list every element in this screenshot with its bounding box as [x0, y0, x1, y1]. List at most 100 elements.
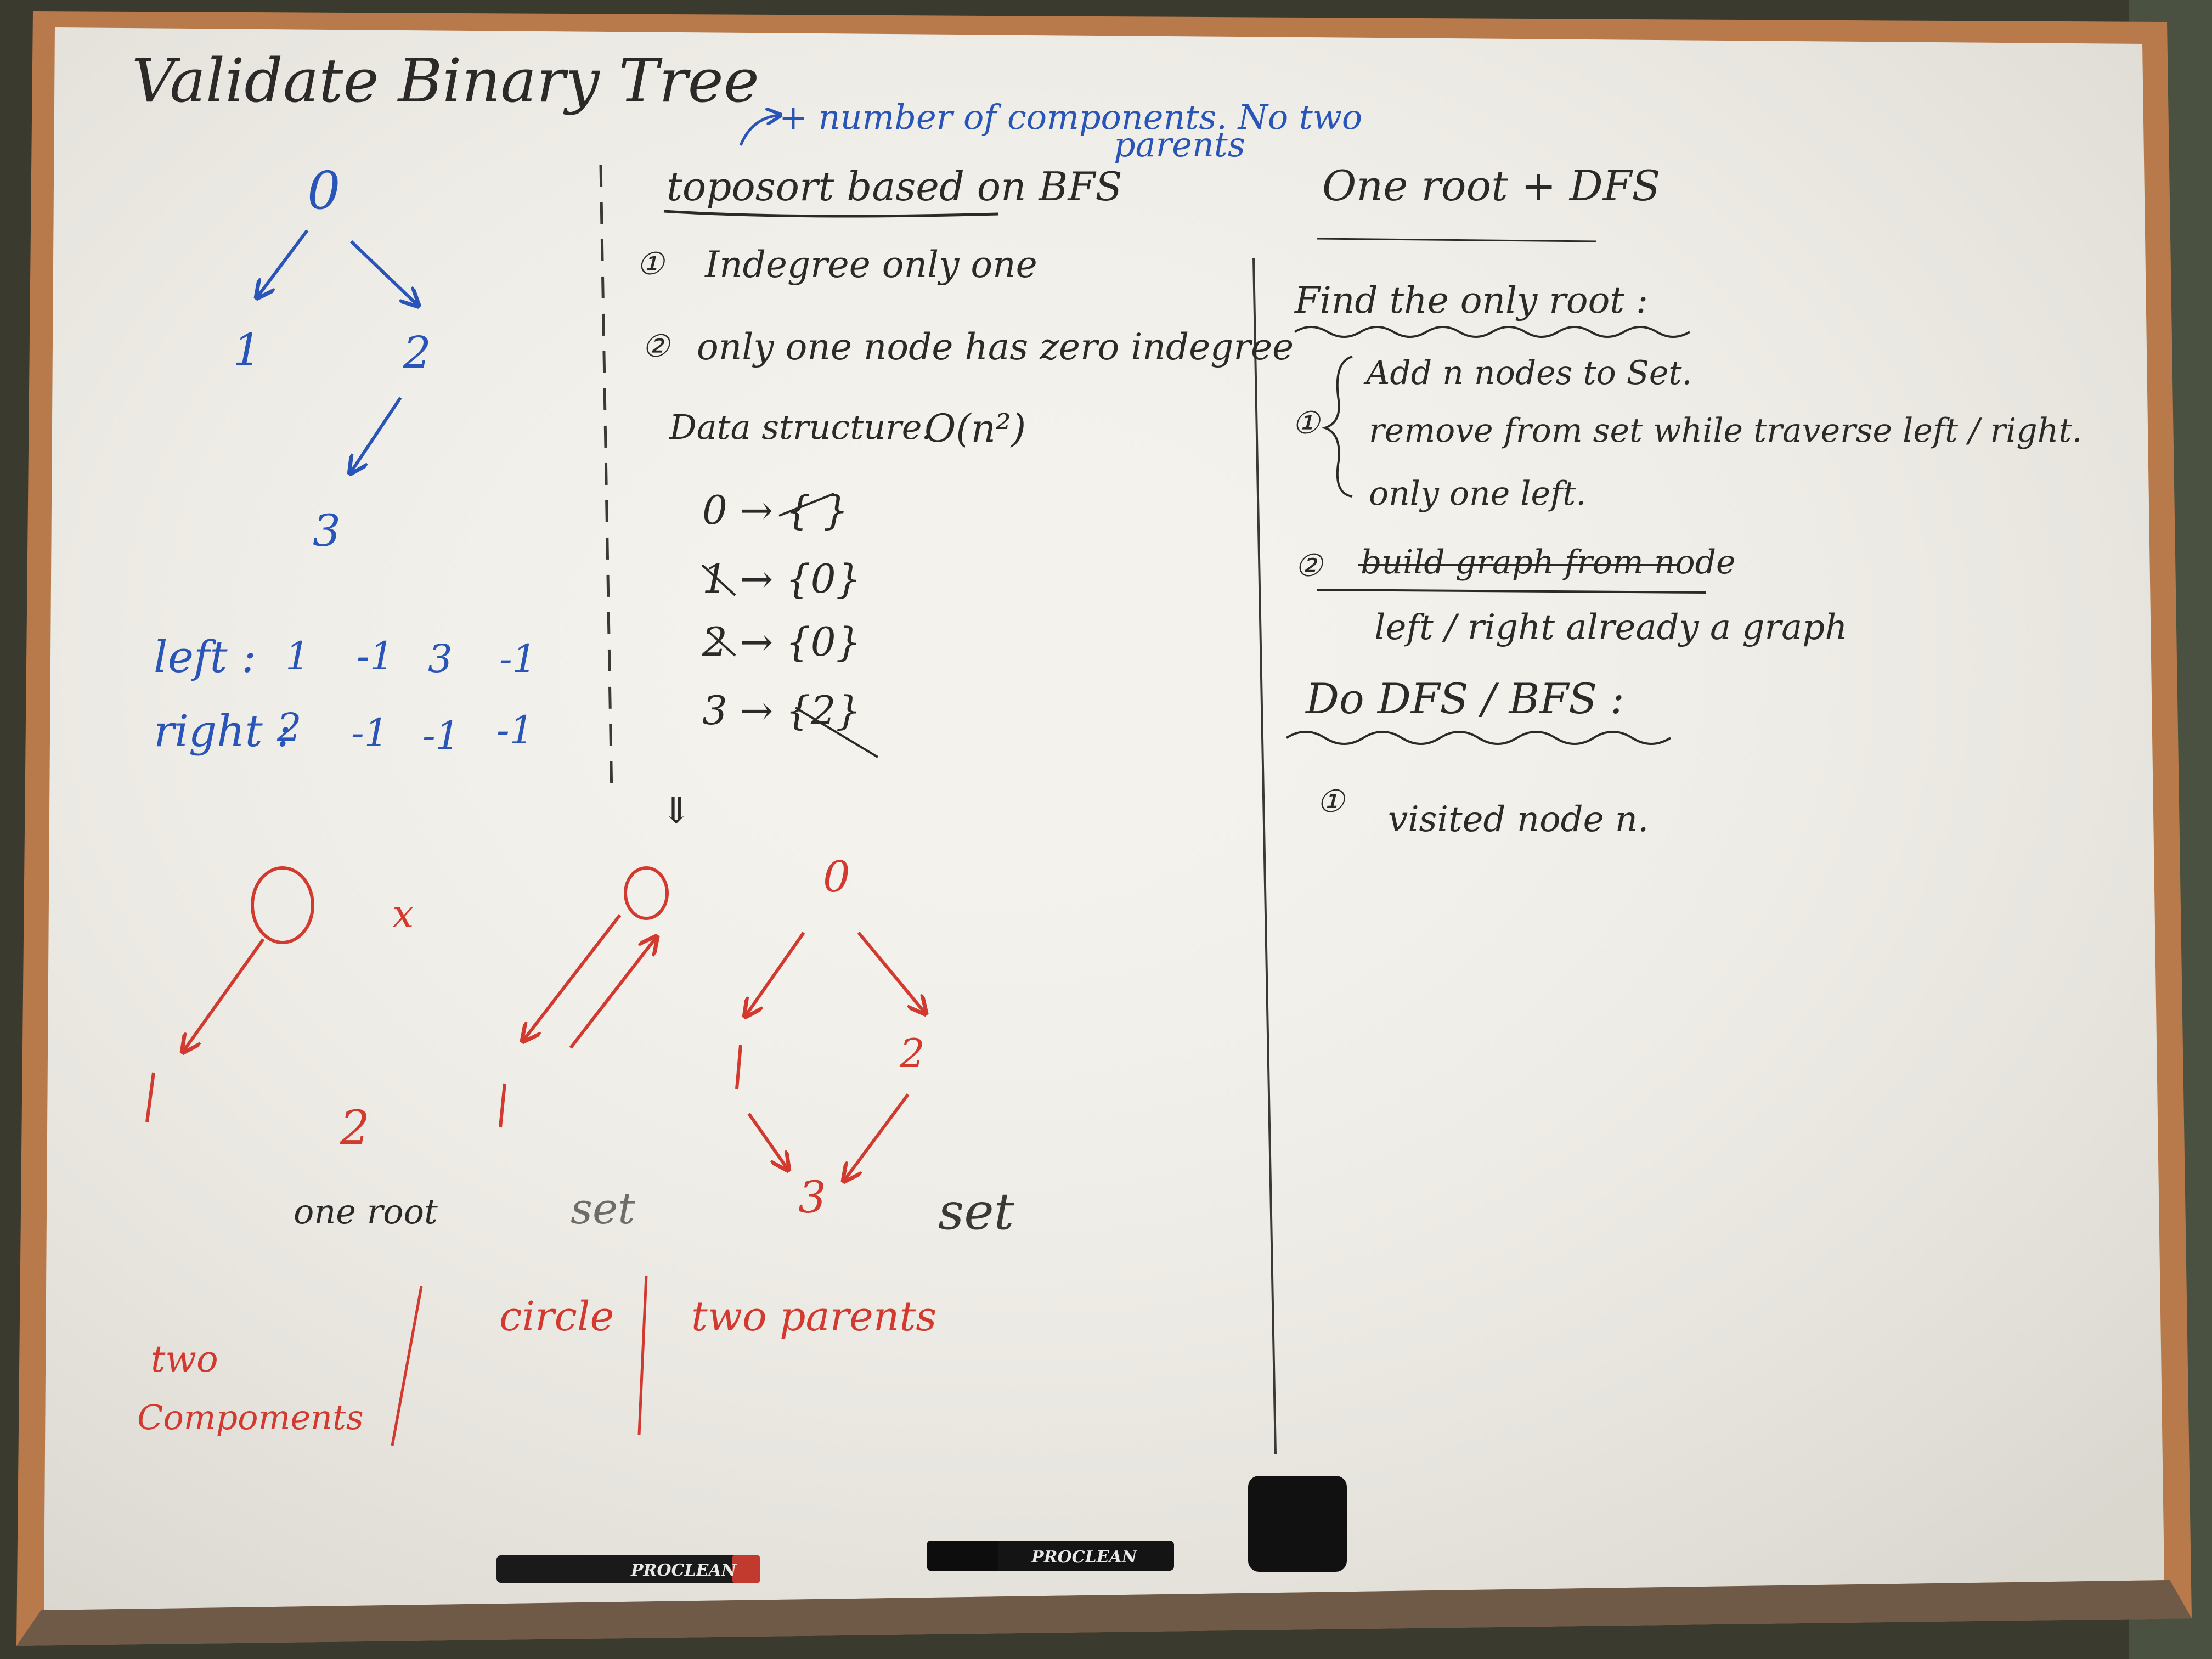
step2-marker: ②	[1295, 548, 1324, 584]
label-circle: circle	[499, 1293, 614, 1340]
marker-1-brand: PROCLEAN	[630, 1561, 737, 1580]
dfs-section: One root + DFS Find the only root : ① Ad…	[1285, 161, 2083, 840]
tree-node-0: 0	[307, 161, 340, 221]
page-title: Validate Binary Tree	[132, 46, 759, 116]
ex3-caption: set	[938, 1182, 1015, 1241]
separator-red-2	[637, 1275, 648, 1435]
strike	[778, 493, 834, 517]
tree-node-1: 1	[233, 324, 261, 375]
separator-red-1	[391, 1286, 423, 1446]
marker-1: PROCLEAN	[496, 1555, 760, 1583]
insert-arrow	[739, 115, 779, 146]
ex3-node-1: 1	[735, 1086, 736, 1087]
ex3-edge-2-3	[845, 1093, 910, 1180]
divider-dashed	[599, 164, 613, 796]
ex3-node-3: 3	[798, 1172, 826, 1223]
tree-node-2: 2	[403, 327, 431, 378]
complexity: O(n²)	[924, 406, 1026, 451]
visited-marker: ①	[1317, 784, 1346, 820]
example-two-components: 0 1 2 x one root	[145, 866, 438, 1232]
label-components: Compoments	[137, 1397, 364, 1437]
blue-note-line1: + number of components. No two	[779, 97, 1362, 137]
label-two-parents: two parents	[691, 1293, 936, 1340]
map-row: 1 → {0}	[702, 556, 861, 602]
left-value: -1	[357, 634, 394, 679]
item2-text: only one node has zero indegree	[697, 326, 1294, 368]
ex3-node-1-glyph	[735, 1045, 742, 1090]
map-row: 3 → {2}	[702, 687, 861, 733]
left-value: -1	[499, 636, 537, 681]
do-search-label: Do DFS / BFS :	[1305, 674, 1624, 723]
marker-1-body	[496, 1555, 760, 1583]
ex2-edge-up	[569, 938, 656, 1049]
ex1-edge	[184, 938, 265, 1051]
edge-2-3	[351, 397, 402, 472]
array-table: left : 1 -1 3 -1 right : 2 -1 -1 -1	[154, 631, 537, 758]
edge-0-1	[258, 229, 309, 296]
item1-marker: ①	[636, 246, 665, 282]
ex1-node-2: 2	[340, 1101, 370, 1155]
item2-marker: ②	[642, 329, 671, 364]
divider-solid	[1252, 257, 1277, 1454]
item1-text: Indegree only one	[704, 244, 1037, 286]
marker-tray	[16, 1580, 2192, 1646]
marker-2-brand: PROCLEAN	[1031, 1548, 1138, 1567]
label-two: two	[151, 1338, 218, 1380]
ex1-node-1-glyph	[145, 1072, 155, 1122]
right-value: -1	[422, 713, 460, 758]
data-structure-label: Data structure:	[669, 407, 933, 447]
edge-0-2	[349, 240, 417, 304]
strike	[701, 564, 736, 596]
wavy-underline-2	[1285, 731, 1672, 745]
map-row: 0 → { }	[702, 487, 848, 533]
right-array-label: right :	[154, 706, 291, 757]
blue-tree: 0 1 2 3	[233, 161, 431, 556]
find-root-label: Find the only root :	[1294, 279, 1648, 321]
heading-underline	[663, 210, 999, 218]
ex1-node-0-circle	[251, 866, 314, 944]
eraser-icon	[1248, 1476, 1347, 1572]
right-value: 2	[276, 705, 302, 750]
marker-2: PROCLEAN	[927, 1541, 1174, 1571]
right-value: -1	[496, 708, 534, 753]
blue-note-line2: parents	[1114, 125, 1245, 165]
left-value: 1	[285, 634, 310, 679]
ex2-node-1: 1	[496, 1124, 497, 1125]
dfs-heading-underline	[1316, 238, 1597, 242]
down-arrow: ⇓	[661, 789, 691, 832]
ex1-node-1: 1	[145, 1119, 146, 1120]
ex2-caption: set	[571, 1184, 635, 1234]
ex3-node-2: 2	[899, 1030, 925, 1076]
visited-text: visited node n.	[1388, 799, 1649, 840]
ex1-mark: x	[392, 891, 414, 936]
toposort-section: + number of components. No two parents t…	[636, 97, 1362, 832]
step2-underline	[1316, 589, 1707, 594]
brace	[1321, 356, 1353, 498]
ex3-edge-0-2	[857, 932, 924, 1012]
left-value: 3	[428, 636, 453, 681]
wavy-underline	[1294, 326, 1691, 338]
step2-note: left / right already a graph	[1374, 607, 1847, 648]
ex2-node-0: 0	[636, 899, 637, 900]
map-row: 2 → {0}	[702, 619, 861, 665]
marker-1-cap	[732, 1555, 760, 1583]
step1-line: remove from set while traverse left / ri…	[1369, 411, 2083, 450]
example-two-parents: 0 1 2 3 set	[735, 853, 1015, 1241]
ex3-edge-1-3	[747, 1113, 787, 1169]
example-circle: 0 1 set	[496, 866, 669, 1234]
ex3-node-0: 0	[823, 853, 850, 902]
step2-struck: build graph from node	[1361, 543, 1736, 582]
ex2-node-1-glyph	[499, 1083, 506, 1128]
step1-marker: ①	[1292, 405, 1321, 441]
ex2-node-0-circle	[624, 866, 669, 920]
strike	[794, 707, 879, 758]
ex1-caption: one root	[294, 1192, 438, 1232]
eraser-block	[1248, 1476, 1347, 1572]
step1-line: Add n nodes to Set.	[1363, 354, 1692, 392]
step1-line: only one left.	[1369, 475, 1586, 513]
tree-node-3: 3	[313, 505, 341, 556]
ex2-edge-down	[524, 914, 622, 1040]
right-value: -1	[351, 710, 388, 755]
strike	[707, 630, 736, 657]
